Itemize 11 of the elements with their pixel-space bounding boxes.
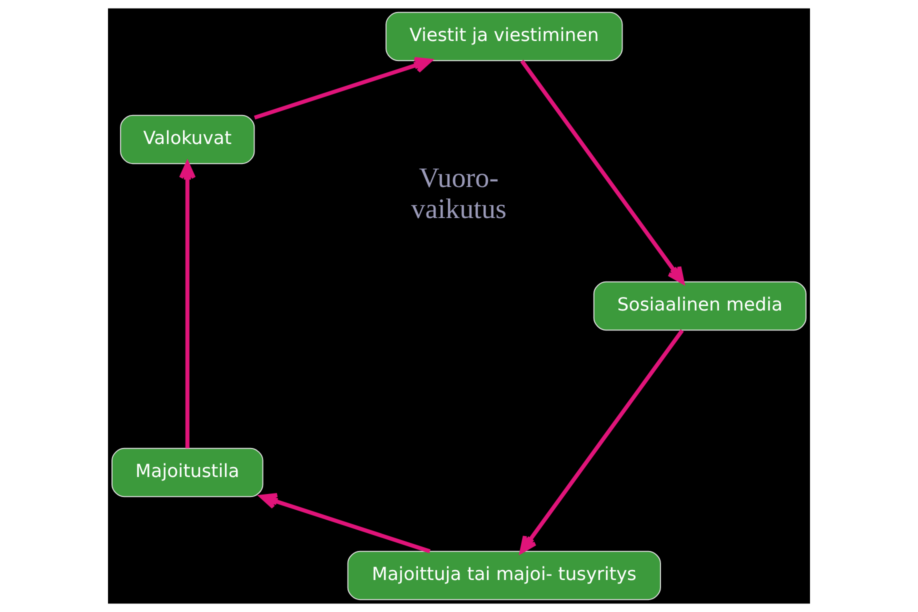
node-box: Majoitustila (112, 448, 264, 498)
node-box: Sosiaalinen media (593, 281, 806, 331)
arrow (179, 162, 196, 448)
label: Vuoro- vaikutus (411, 162, 506, 225)
node-box: Viestit ja viestiminen (386, 12, 623, 62)
arrow (260, 493, 431, 554)
arrow (520, 60, 684, 284)
node-box: Majoittuja tai majoi- tusyritys (347, 550, 661, 600)
arrow (254, 57, 432, 120)
node-box: Valokuvat (120, 114, 255, 164)
arrow (520, 329, 684, 554)
